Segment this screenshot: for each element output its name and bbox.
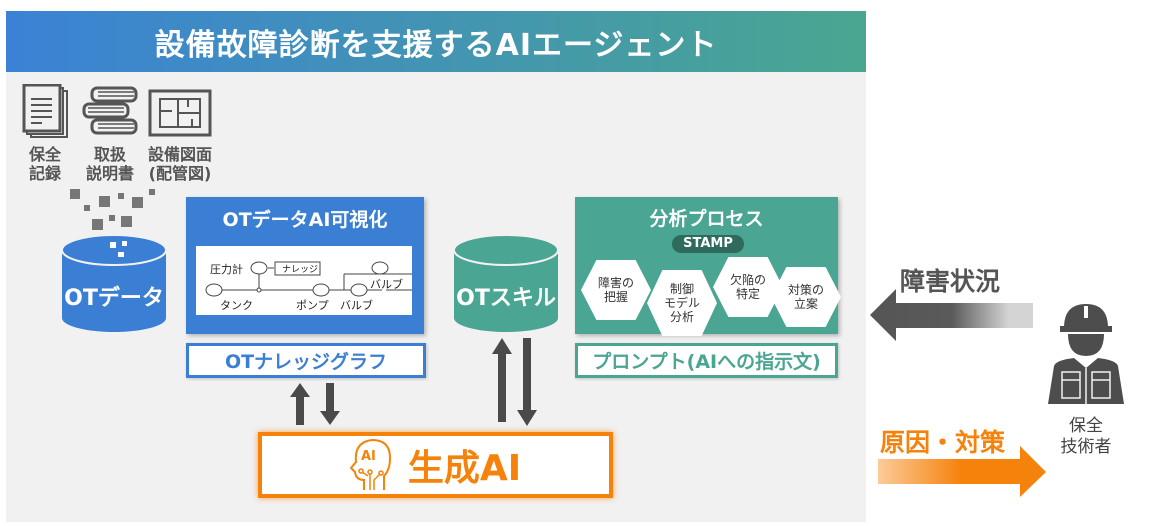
cause-countermeasure-label: 原因・対策 bbox=[880, 428, 1006, 457]
source-label-drawings: 設備図面 (配管図) bbox=[147, 145, 212, 183]
failure-status-label: 障害状況 bbox=[900, 267, 1001, 296]
document-icon bbox=[22, 84, 68, 138]
knowledge-graph-diagram: 圧力計 ナレッジ タンク ポンプ バルブ バルブ bbox=[196, 246, 412, 315]
source-label-manual: 取扱 説明書 bbox=[85, 145, 134, 183]
step-plan-countermeasure: 対策の 立案 bbox=[771, 267, 841, 327]
ai-head-icon: AI bbox=[349, 438, 391, 490]
skill-exchange-arrows bbox=[492, 338, 537, 426]
page-title: 設備故障診断を支援するAIエージェント bbox=[6, 11, 866, 72]
ot-skill-label: OTスキル bbox=[456, 286, 556, 311]
node-pump: ポンプ bbox=[296, 299, 329, 312]
cause-countermeasure-arrow bbox=[878, 446, 1046, 497]
analysis-title: 分析プロセス bbox=[649, 208, 764, 230]
prompt-caption: プロンプト(AIへの指示文) bbox=[575, 343, 838, 378]
step-grasp-failure: 障害の 把握 bbox=[581, 260, 651, 320]
generative-ai-box: AI 生成AI bbox=[258, 432, 613, 498]
node-knowledge: ナレッジ bbox=[282, 265, 319, 275]
maintenance-worker-icon bbox=[1048, 304, 1124, 404]
svg-text:AI: AI bbox=[361, 449, 376, 464]
failure-status-arrow bbox=[870, 289, 1033, 341]
manual-icon bbox=[82, 86, 138, 135]
ot-visualization-panel: OTデータAI可視化 圧力計 ナレッジ タンク ポンプ バルブ バルブ bbox=[186, 197, 424, 334]
ot-data-label: OTデータ bbox=[64, 286, 164, 311]
ot-skill-cylinder: OTスキル bbox=[452, 232, 560, 334]
visualization-title: OTデータAI可視化 bbox=[222, 209, 388, 231]
step-identify-defect: 欠陥の 特定 bbox=[713, 257, 783, 317]
node-tank: タンク bbox=[220, 299, 253, 312]
knowledge-graph-caption: OTナレッジグラフ bbox=[186, 343, 426, 378]
generative-ai-label: 生成AI bbox=[407, 448, 522, 489]
node-valve-1: バルブ bbox=[340, 299, 373, 312]
node-pressure-gauge: 圧力計 bbox=[210, 263, 243, 276]
maintenance-engineer-label: 保全 技術者 bbox=[1060, 416, 1112, 457]
node-valve-2: バルブ bbox=[370, 278, 403, 291]
stamp-badge: STAMP bbox=[672, 235, 744, 253]
floorplan-icon bbox=[148, 89, 212, 137]
step-control-model-analysis: 制御 モデル 分析 bbox=[647, 270, 717, 336]
analysis-process-panel: 分析プロセス STAMP 障害の 把握 制御 モデル 分析 欠陥の 特定 対策の… bbox=[575, 197, 841, 336]
ot-data-cylinder: OTデータ bbox=[60, 232, 168, 334]
knowledge-exchange-arrows bbox=[290, 383, 340, 425]
source-label-maintenance-records: 保全 記録 bbox=[28, 145, 61, 183]
